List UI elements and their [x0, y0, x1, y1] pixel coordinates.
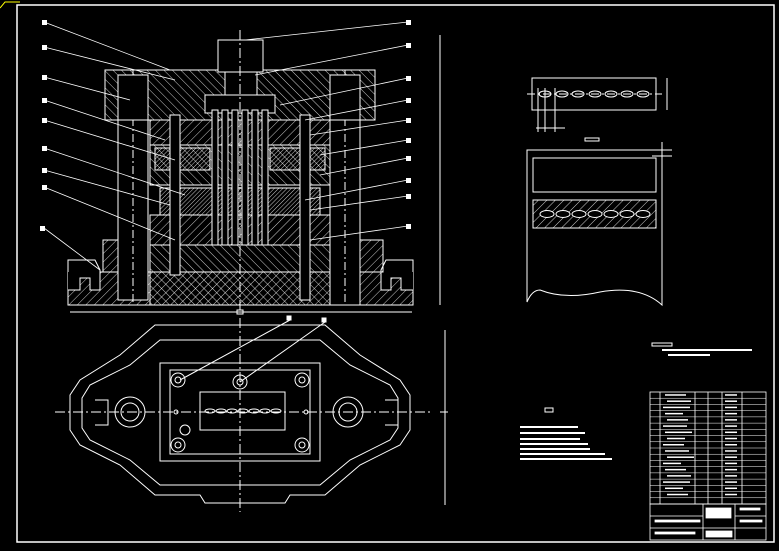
item-tags-right	[406, 20, 411, 229]
parts-list-material	[725, 468, 737, 471]
technical-notes	[520, 407, 612, 460]
parts-list-entry	[665, 468, 686, 471]
parts-list-entry	[663, 462, 681, 465]
parts-list-entry	[665, 487, 683, 490]
parts-list-material	[725, 493, 737, 496]
leader-lines-left	[43, 21, 186, 271]
parts-list-entry	[667, 400, 691, 402]
top-view	[55, 315, 448, 512]
parts-list-entry	[663, 425, 687, 427]
parts-list-material	[725, 456, 737, 458]
parts-list-entry	[663, 481, 690, 483]
item-tags-left	[40, 20, 47, 231]
parts-list-material	[725, 462, 737, 465]
parts-list-material	[725, 487, 737, 490]
leader-lines-right	[244, 21, 409, 241]
die-opening	[199, 391, 286, 431]
parts-list-entry	[667, 437, 685, 440]
parts-list-material	[725, 394, 737, 396]
parts-list-material	[725, 475, 737, 477]
parts-list-material	[725, 425, 737, 427]
parts-list-entry	[665, 394, 686, 396]
part-view	[526, 142, 672, 307]
strip-holes-top	[204, 408, 282, 414]
parts-list-entry	[665, 412, 683, 415]
parts-list-material	[725, 406, 737, 409]
parts-list-material	[725, 400, 737, 402]
parts-list-rows	[650, 394, 766, 499]
front-section-view	[67, 30, 441, 315]
revision-note	[651, 342, 752, 356]
strip-layout-view	[527, 77, 668, 142]
parts-list-entry	[663, 406, 690, 409]
part-holes	[539, 210, 651, 218]
parts-list-material	[725, 412, 737, 415]
parts-list-entry	[667, 475, 691, 477]
parts-list-material	[725, 431, 737, 434]
parts-list-entry	[667, 493, 688, 496]
parts-list-entry	[665, 431, 692, 434]
parts-list-entry	[667, 456, 694, 458]
punches	[211, 109, 269, 246]
parts-list-material	[725, 437, 737, 440]
screw-left	[169, 114, 181, 276]
screw-right	[299, 114, 311, 301]
parts-list-material	[725, 444, 737, 446]
parts-list-material	[725, 481, 737, 483]
parts-list-entry	[665, 450, 689, 452]
parts-list-material	[725, 450, 737, 452]
parts-list-entry	[663, 444, 684, 446]
drawing-frame	[0, 1, 775, 543]
parts-list-entry	[667, 419, 688, 421]
title-block	[649, 503, 767, 541]
parts-list-material	[725, 419, 737, 421]
die-base-outline	[69, 324, 411, 504]
